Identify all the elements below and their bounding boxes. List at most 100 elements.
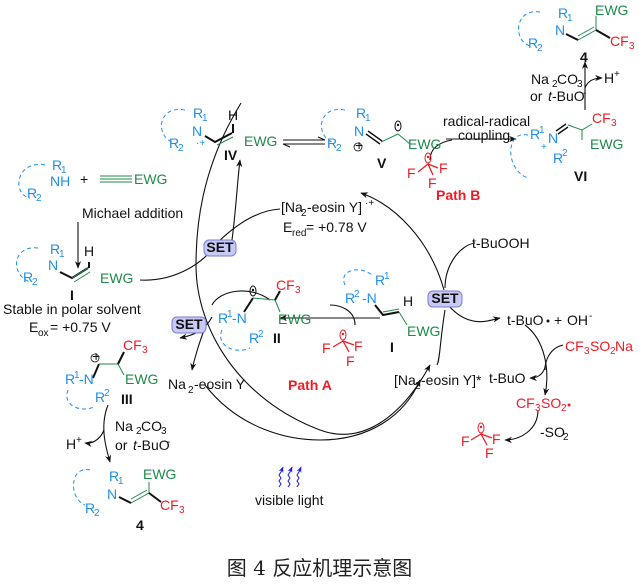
arc-II-into-SET2 <box>211 290 271 306</box>
svg-text:3: 3 <box>611 118 617 129</box>
svg-text:EWG: EWG <box>595 2 628 18</box>
svg-text:[Na: [Na <box>281 199 303 215</box>
svg-text:R: R <box>558 5 568 21</box>
eosin-ground: Na 2 -eosin Y <box>168 376 246 396</box>
svg-text:2: 2 <box>136 426 142 437</box>
plus-sign: + <box>80 171 88 187</box>
arrow-to-IV <box>231 159 243 241</box>
svg-text:t: t <box>133 437 138 453</box>
svg-text:EWG: EWG <box>278 311 311 327</box>
svg-text:2: 2 <box>562 148 568 159</box>
svg-text:+: + <box>355 137 363 153</box>
svg-text:III: III <box>121 391 133 407</box>
svg-text:SO: SO <box>541 395 561 411</box>
svg-text:4: 4 <box>580 49 588 65</box>
svg-text:4: 4 <box>136 517 144 533</box>
svg-text:CO: CO <box>557 71 578 87</box>
svg-text:F: F <box>485 445 494 461</box>
enamine-I-left: R1 N R2 H EWG I <box>16 241 133 303</box>
svg-text:= +0.78 V: = +0.78 V <box>306 219 367 235</box>
svg-text:Na: Na <box>115 418 133 434</box>
svg-text:2: 2 <box>537 43 543 54</box>
svg-text:R: R <box>249 330 259 346</box>
arc-tbuooh <box>444 242 476 289</box>
svg-text:R: R <box>52 157 62 173</box>
svg-text:t: t <box>548 88 553 104</box>
svg-text:2: 2 <box>188 385 194 396</box>
svg-text:Na: Na <box>531 71 549 87</box>
svg-text:Na: Na <box>615 338 633 354</box>
svg-text:N: N <box>192 123 202 139</box>
svg-text:3: 3 <box>295 285 301 296</box>
svg-text:H: H <box>403 293 413 309</box>
svg-text:EWG: EWG <box>407 323 440 339</box>
svg-text:3: 3 <box>161 426 167 437</box>
svg-text:CF: CF <box>610 33 629 49</box>
svg-text:N: N <box>555 22 565 38</box>
svg-text:3: 3 <box>629 41 635 52</box>
svg-text:F: F <box>322 340 331 356</box>
svg-text:-: - <box>589 311 592 322</box>
cf3-radical-path-b: F F F <box>407 152 448 191</box>
svg-text:1: 1 <box>74 370 80 381</box>
svg-text:+: + <box>76 435 82 446</box>
svg-text:N: N <box>548 130 558 146</box>
cf3so2na: CF 3 SO 2 Na <box>565 338 633 357</box>
svg-text:CF: CF <box>592 110 611 126</box>
svg-text:R: R <box>356 105 366 121</box>
svg-text:R: R <box>169 135 179 151</box>
svg-text:1: 1 <box>384 271 390 282</box>
svg-text:R: R <box>85 500 95 516</box>
svg-text:N: N <box>354 123 364 139</box>
intermediate-IV: R1 N ·+ R2 H EWG IV <box>161 105 277 163</box>
arc-cf3so2na-in <box>544 344 564 371</box>
svg-text:R: R <box>65 371 75 387</box>
svg-text:R: R <box>193 105 203 121</box>
svg-text:2: 2 <box>610 346 616 357</box>
svg-text:EWG: EWG <box>590 136 623 152</box>
svg-text:N: N <box>48 257 58 273</box>
set-badge-2: SET <box>171 316 207 334</box>
svg-text:F: F <box>492 431 501 447</box>
cycle-arc-bottom <box>436 309 446 366</box>
svg-text:1: 1 <box>61 165 67 176</box>
svg-text:+: + <box>92 348 100 364</box>
svg-text:V: V <box>377 155 387 171</box>
svg-text:E: E <box>29 319 38 335</box>
svg-text:CF: CF <box>123 337 142 353</box>
svg-text:F: F <box>428 175 437 191</box>
svg-text:1: 1 <box>365 113 371 124</box>
tbuo-radical-oh: t-BuO + OH- <box>507 311 592 328</box>
svg-text:+: + <box>614 69 620 80</box>
svg-text:2: 2 <box>561 403 567 414</box>
svg-text:[Na: [Na <box>394 372 416 388</box>
arc-tbuo-down <box>524 324 550 396</box>
svg-text:CO: CO <box>141 418 162 434</box>
svg-text:2: 2 <box>415 381 421 392</box>
svg-text:H: H <box>228 107 238 123</box>
svg-text:F: F <box>346 353 355 369</box>
arc-cf3-to-II <box>329 304 356 326</box>
svg-text:2: 2 <box>258 329 264 340</box>
svg-text:-: - <box>583 88 586 99</box>
svg-text:SET: SET <box>206 239 234 255</box>
svg-text:2: 2 <box>563 432 569 443</box>
cf3-radical-bottom: F F F <box>461 422 501 461</box>
svg-text:or: or <box>530 88 543 104</box>
svg-text:I: I <box>390 339 394 355</box>
radical-coupling-label-1: radical-radical <box>443 113 530 129</box>
svg-text:3: 3 <box>142 345 148 356</box>
svg-text:-SO: -SO <box>540 424 565 440</box>
svg-text:CF: CF <box>516 395 535 411</box>
svg-text:-N: -N <box>362 290 377 306</box>
svg-text:-N: -N <box>79 371 94 387</box>
svg-text:R: R <box>109 468 119 484</box>
svg-text:2: 2 <box>94 508 100 519</box>
catalytic-cycle <box>74 61 603 463</box>
svg-text:2: 2 <box>301 208 307 219</box>
svg-text:EWG: EWG <box>125 371 158 387</box>
svg-text:-eosin Y: -eosin Y <box>194 376 246 392</box>
